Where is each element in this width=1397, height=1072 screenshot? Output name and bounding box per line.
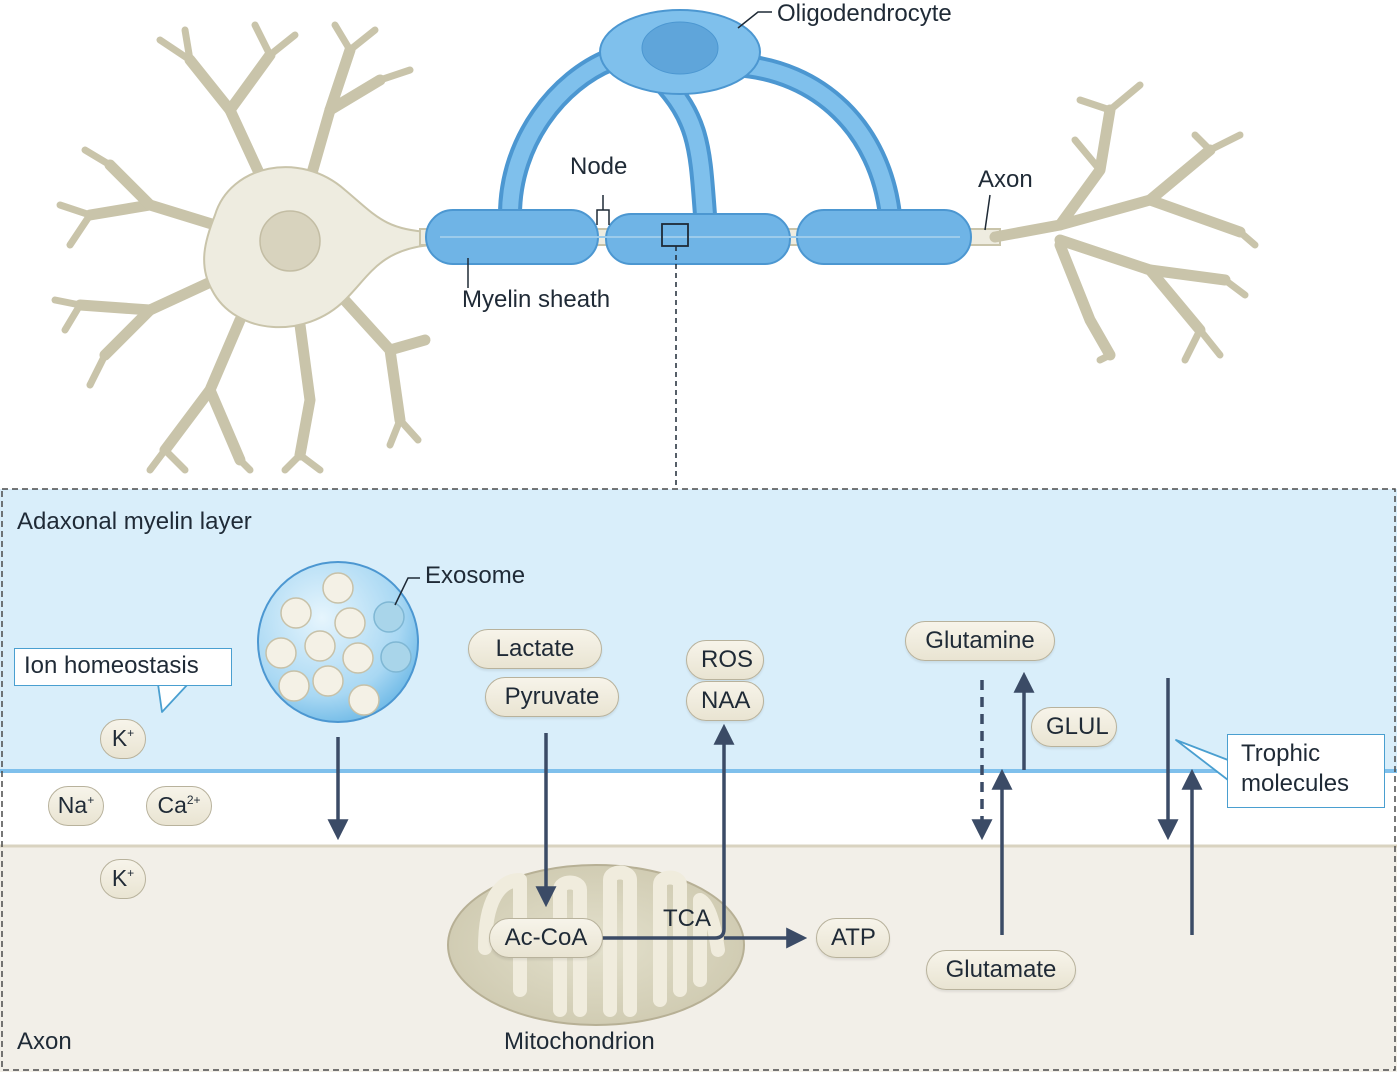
axon-bottom-label: Axon (17, 1028, 72, 1055)
na-ion: Na+ (48, 786, 104, 826)
ca-ion: Ca2+ (146, 786, 212, 826)
oligo-leader (737, 11, 772, 29)
ion-homeostasis-callout: Ion homeostasis (14, 648, 232, 686)
exosome-label: Exosome (425, 562, 526, 589)
dendrites (51, 21, 431, 474)
trophic-text-line2: molecules (1241, 770, 1350, 797)
axon-terminals (989, 81, 1259, 364)
atp-pill: ATP (816, 918, 890, 958)
glul-pill: GLUL (1031, 707, 1117, 747)
mitochondrion-label: Mitochondrion (504, 1028, 655, 1055)
pyruvate-pill: Pyruvate (485, 677, 619, 717)
myelin-segment-2 (605, 213, 791, 265)
myelin-sheaths (425, 209, 972, 265)
glutamine-pill: Glutamine (905, 621, 1055, 661)
naa-pill: NAA (686, 681, 764, 721)
node-label: Node (570, 153, 628, 180)
ion-callout-tail (157, 683, 189, 713)
trophic-callout-tail (1175, 739, 1229, 781)
tca-label: TCA (663, 905, 711, 932)
oligodendrocyte-label: Oligodendrocyte (777, 0, 952, 27)
myelin-layer-region (0, 489, 1397, 771)
trophic-callout: Trophic molecules (1227, 734, 1385, 808)
arrows (327, 671, 1203, 949)
lactate-pill: Lactate (468, 629, 602, 669)
axon-top-label: Axon (978, 166, 1033, 193)
ac-coa-pill: Ac-CoA (489, 918, 603, 958)
adaxonal-layer-label: Adaxonal myelin layer (17, 508, 252, 535)
glutamate-pill: Glutamate (926, 950, 1076, 990)
axon-leader (984, 194, 991, 231)
tca-ros-arrow (600, 723, 735, 940)
ion-homeostasis-text: Ion homeostasis (24, 652, 199, 679)
oligo-nucleus (641, 21, 719, 75)
ros-pill: ROS (686, 640, 764, 680)
zoom-box (661, 223, 689, 247)
panel-border (1, 488, 1396, 1071)
k-ion-myelin: K+ (100, 719, 146, 759)
exosome-vesicle (257, 561, 420, 723)
node-bracket (596, 195, 610, 225)
trophic-text-line1: Trophic (1241, 740, 1321, 767)
myelin-sheath-label: Myelin sheath (462, 286, 611, 313)
oligodendrocyte (498, 9, 902, 227)
nucleus (259, 210, 321, 272)
k-ion-axon: K+ (100, 859, 146, 899)
